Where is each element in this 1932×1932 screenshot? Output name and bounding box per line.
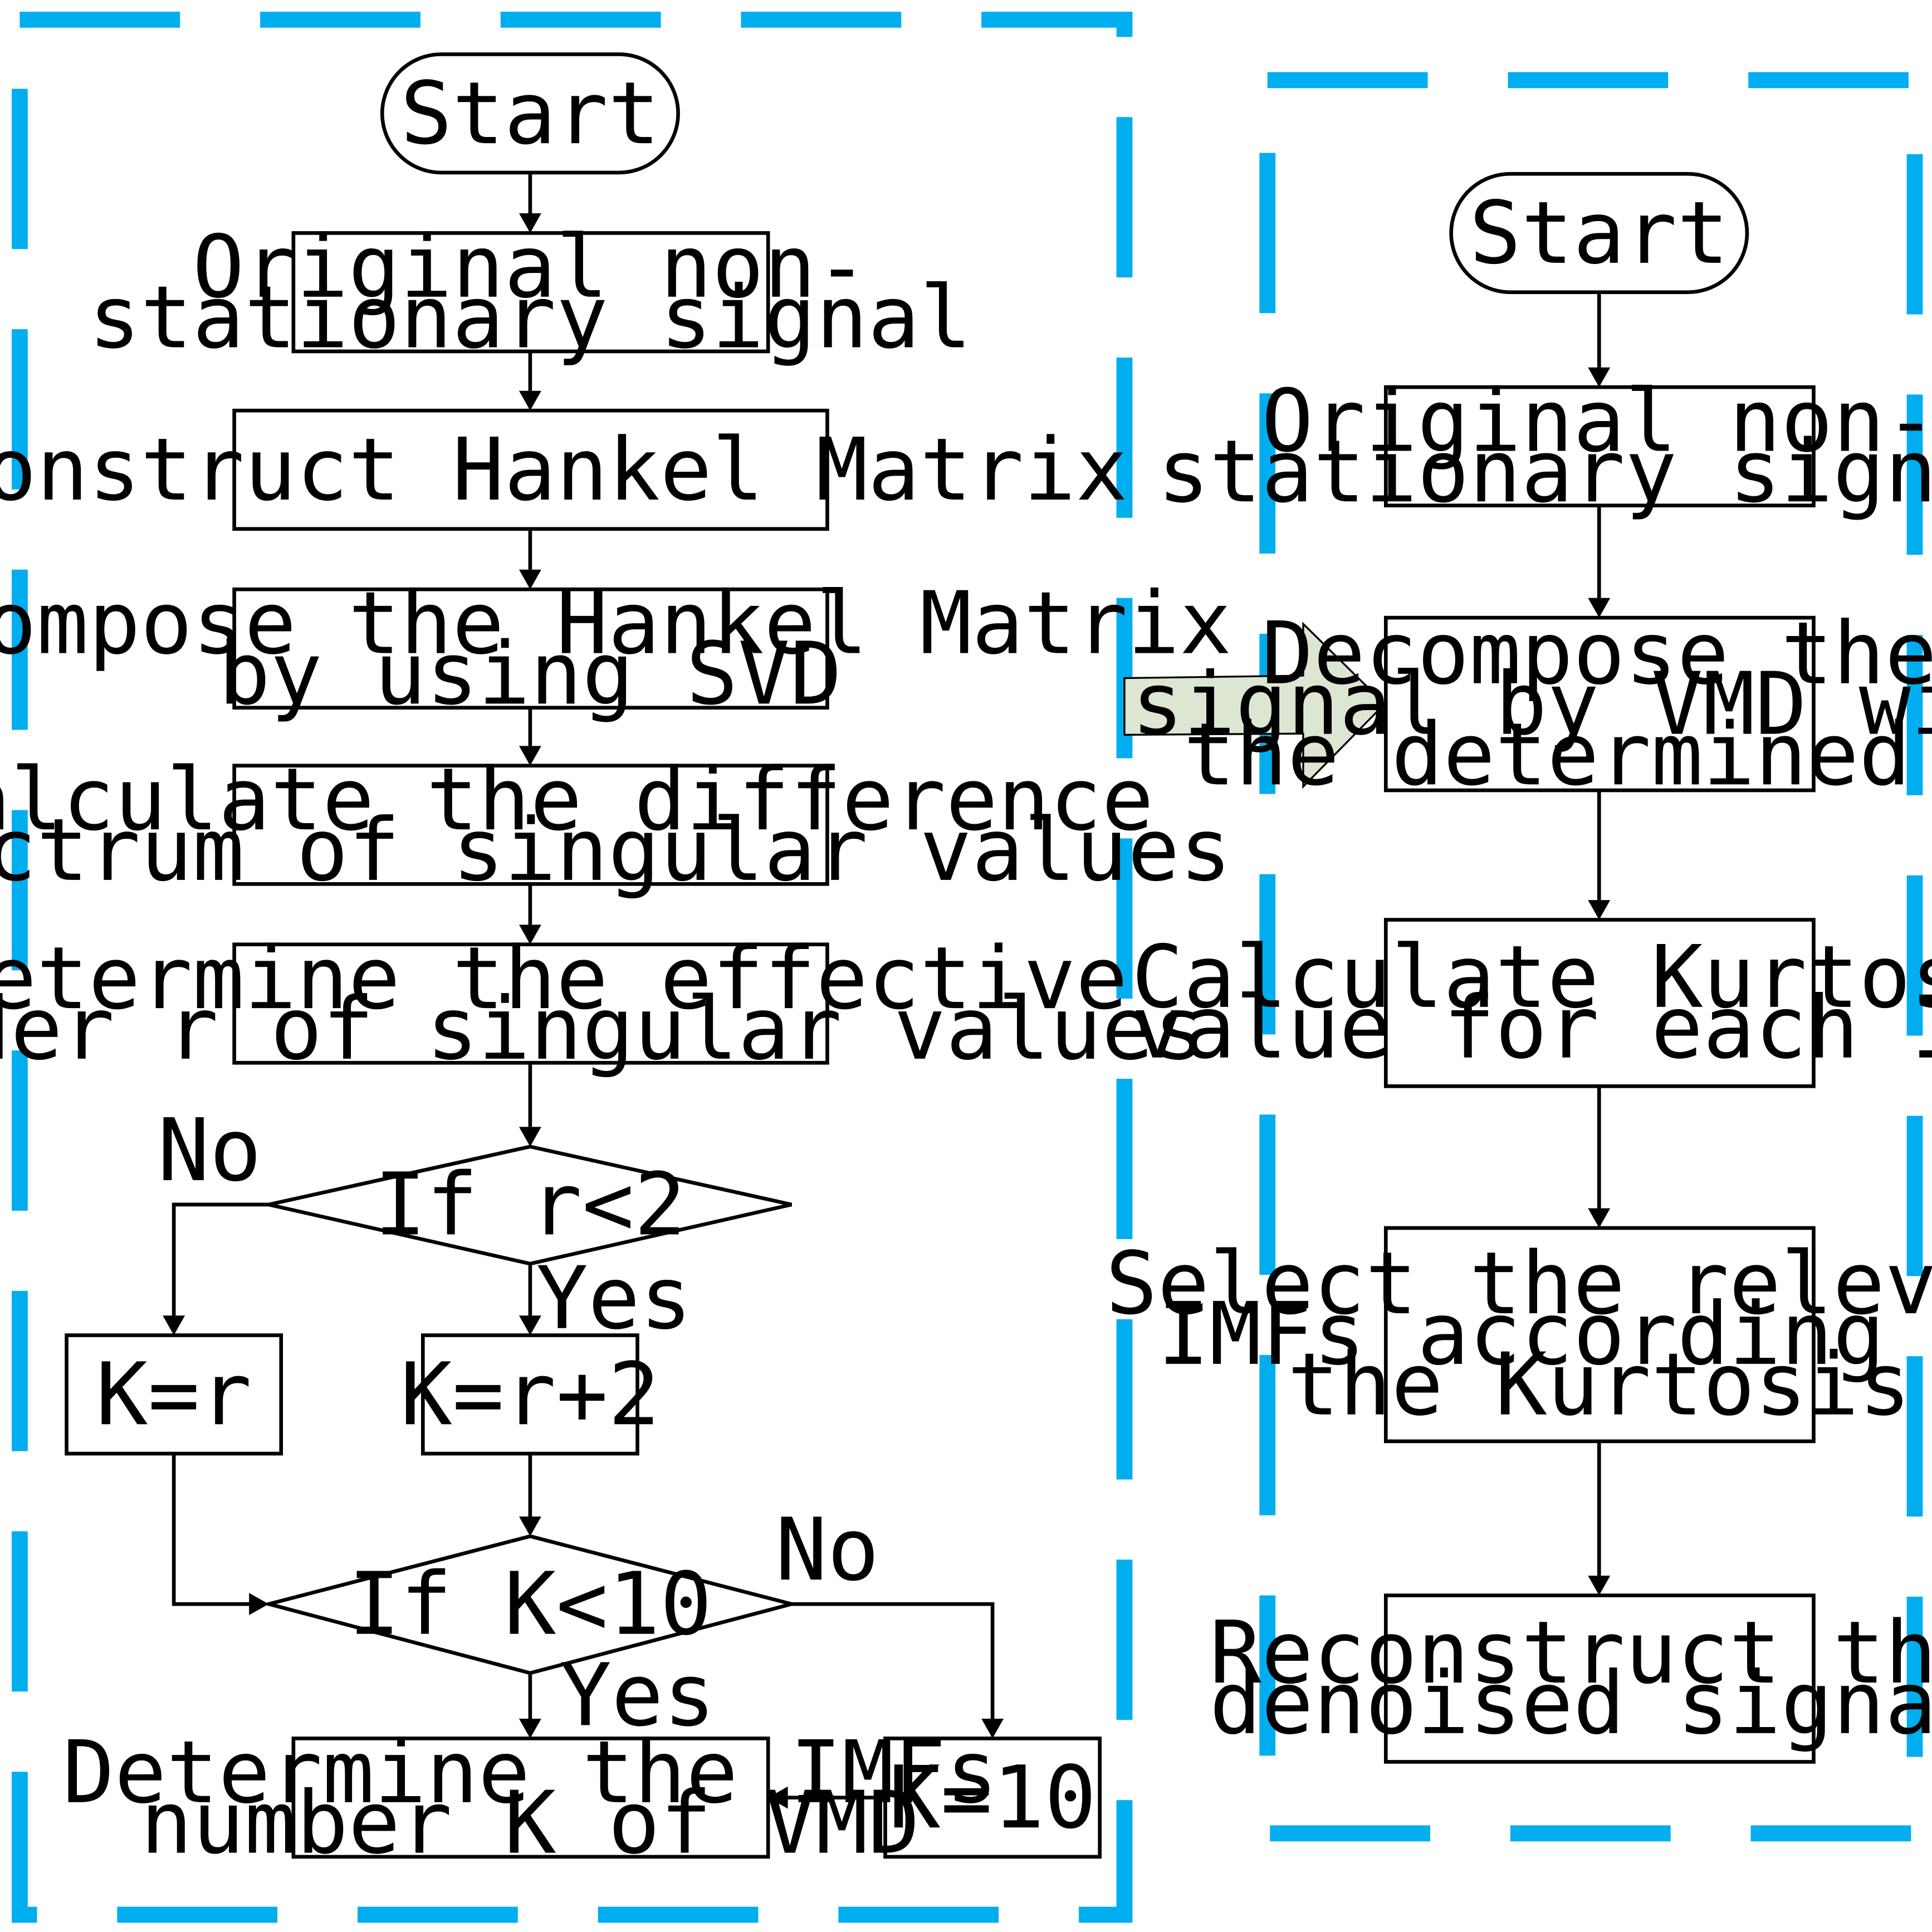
arrowhead (1588, 598, 1611, 618)
label-line: denoised signal (1210, 1653, 1932, 1754)
edge-decision-k-no (791, 1602, 995, 1719)
arrowhead (1588, 1576, 1611, 1596)
decision-r-label: If r<2 (374, 1154, 686, 1255)
effective-order-box (232, 942, 829, 1065)
arrowhead (519, 1719, 541, 1739)
k-equals-r-box (65, 1333, 283, 1456)
arrowhead (519, 1127, 541, 1147)
arrowhead (163, 1315, 185, 1336)
arrowhead (768, 1786, 788, 1809)
arrowhead (519, 925, 541, 945)
label-line: the determined K (1183, 704, 1932, 805)
label-line: Determine the effective (0, 928, 1128, 1029)
label-line: Original non- (193, 217, 868, 317)
arrowhead (519, 746, 541, 766)
k-equals-r-plus-2-label: K=r+2 (400, 1344, 660, 1445)
arrowhead (519, 213, 541, 233)
branch-label-no-r: No (158, 1100, 262, 1201)
arrowhead (519, 390, 541, 411)
label-line: Select the relevant (1106, 1233, 1932, 1334)
label-line: Decompose the Hankel Matrix (0, 573, 1231, 674)
left-group-frame (12, 12, 1133, 1923)
arrowhead (249, 1593, 269, 1616)
k-equals-10-box (883, 1737, 1102, 1859)
decision-k-label: If K<10 (348, 1554, 712, 1655)
branch-label-yes-r: Yes (536, 1248, 692, 1349)
label-line: by using SVD (218, 623, 842, 724)
right-start-label: Start (1469, 183, 1729, 283)
left-flow: Start Original non-stationary signal Con… (0, 52, 1231, 1874)
arrowhead (519, 1315, 541, 1336)
branch-label-no-k: No (775, 1499, 879, 1600)
arrowhead (1588, 367, 1611, 388)
k-equals-r-label: K=r (96, 1344, 252, 1445)
edge-decision-r-no (172, 1202, 269, 1316)
left-start-label: Start (400, 63, 660, 164)
label-line: Construct Hankel Matrix (0, 419, 1128, 520)
right-original-signal-box (1383, 385, 1816, 507)
right-original-signal-label: Original non-stationary signal (1157, 371, 1932, 522)
label-line: Calculate the difference (0, 749, 1153, 850)
transfer-arrow (1123, 622, 1386, 789)
label-line: order r of singular values (0, 979, 1206, 1079)
kurtosis-label: Calculate Kurtosisvalue for each IMF (1132, 927, 1932, 1078)
label-line: value for each IMF (1132, 977, 1932, 1078)
select-imfs-label: Select the relevantIMFs according tothe … (1106, 1233, 1932, 1435)
difference-spectrum-label: Calculate the differencespectrum of sing… (0, 749, 1231, 901)
label-line: the Kurtosis (1288, 1334, 1911, 1435)
left-original-signal-box (291, 231, 770, 354)
arrowhead (1588, 1208, 1611, 1228)
select-imfs-box (1383, 1226, 1816, 1444)
label-line: Reconstruct the (1210, 1602, 1932, 1703)
edge-k-r-to-decision-k (172, 1454, 250, 1606)
arrowhead (519, 1516, 541, 1537)
imf-number-box (291, 1737, 770, 1859)
right-flow: Start Original non-stationary signal Dec… (1106, 172, 1932, 1764)
left-original-signal-label: Original non-stationary signal (89, 217, 972, 368)
k-equals-10-label: K=10 (889, 1747, 1097, 1848)
branch-label-yes-k: Yes (560, 1645, 716, 1745)
label-line: Original non- (1261, 371, 1932, 472)
right-group-frame (1259, 72, 1923, 1842)
label-line: number K of VMD (140, 1773, 919, 1874)
label-line: Calculate Kurtosis (1132, 927, 1932, 1028)
label-line: stationary signal (1157, 421, 1932, 522)
arrowhead (519, 569, 541, 590)
label-line: spectrum of singular values (0, 800, 1231, 901)
label-line: IMFs according to (1157, 1284, 1932, 1385)
effective-order-label: Determine the effectiveorder r of singul… (0, 928, 1206, 1079)
label-line: signal by VMD with (1132, 654, 1932, 755)
construct-hankel-label: Construct Hankel Matrix (0, 419, 1128, 520)
kurtosis-box (1383, 918, 1816, 1088)
decompose-vmd-box (1383, 615, 1816, 793)
label-line: stationary signal (89, 267, 972, 368)
label-line: Determine the IMFs (62, 1722, 997, 1823)
arrowhead (981, 1719, 1004, 1739)
label-line: Decompose the (1261, 603, 1932, 704)
reconstruct-box (1383, 1593, 1816, 1764)
arrowhead (1588, 900, 1611, 920)
